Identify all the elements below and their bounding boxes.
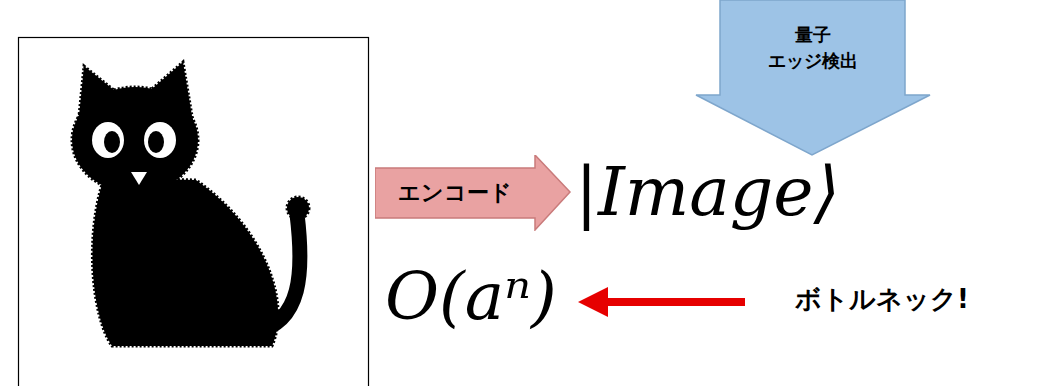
arrow-shape (696, 0, 930, 155)
arrow-outline (694, 0, 932, 157)
arrow-head (578, 287, 608, 317)
cat-pupil (104, 131, 120, 153)
quantum-process-arrow: 量子 エッジ検出 (694, 0, 932, 157)
complexity-formula: O(aⁿ) (385, 264, 557, 330)
cat-nose (131, 172, 147, 185)
text-area: 量子 エッジ検出 (720, 4, 905, 92)
cat-body (92, 178, 278, 346)
cat-ear (146, 62, 194, 128)
cat-eye (144, 122, 176, 158)
arrow-label: エンコード (398, 180, 512, 206)
encode-arrow: エンコード (375, 155, 572, 231)
cat-eye (92, 122, 124, 158)
quantum-state-ket: |Image⟩ (575, 158, 840, 226)
cat-ear (78, 66, 124, 126)
cat-tail-tip (287, 197, 309, 219)
arrow-label: 量子 エッジ検出 (753, 22, 873, 74)
picture-frame (19, 38, 369, 386)
arrow-shaft (605, 298, 745, 306)
bottleneck-note: ボトルネック! (795, 286, 969, 312)
text-area: エンコード (375, 168, 535, 218)
cat-face (92, 122, 176, 185)
cat-illustration (72, 62, 309, 346)
arrow-shape (375, 155, 570, 230)
bottleneck-arrow (578, 287, 745, 317)
cat-pupil (148, 131, 164, 153)
